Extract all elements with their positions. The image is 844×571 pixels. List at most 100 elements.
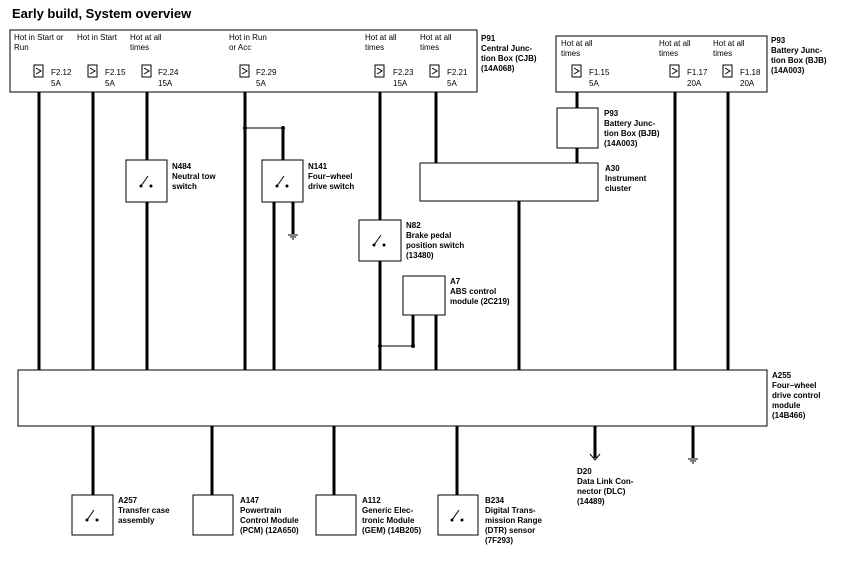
component-name-line: Data Link Con-: [577, 477, 634, 486]
cjb-name-line: Central Junc-: [481, 44, 532, 53]
fuse-icon: [722, 64, 733, 78]
abs-control-module: [402, 275, 446, 316]
component-id: N141: [308, 162, 328, 171]
fuse-hot-line: times: [130, 43, 149, 52]
component-name-line: drive control: [772, 391, 820, 400]
cjb-id: P91: [481, 34, 496, 43]
component-name-line: Generic Elec-: [362, 506, 413, 515]
fuse-f2-21: Hot at all times F2.21 5A: [420, 33, 468, 88]
component-name-line: Neutral tow: [172, 172, 216, 181]
four-wheel-drive-control-module: [17, 369, 768, 427]
bjb-name-line: Battery Junc-: [771, 46, 822, 55]
fuse-hot-line: or Acc: [229, 43, 251, 52]
component-name-line: Digital Trans-: [485, 506, 536, 515]
component-id: A257: [118, 496, 138, 505]
fuse-hot-line: Hot at all: [365, 33, 397, 42]
fuse-number: F1.17: [687, 68, 708, 77]
component-name-line: module (2C219): [450, 297, 510, 306]
fuse-f1-15: Hot at all times F1.15 5A: [561, 39, 610, 88]
fuse-hot-line: Run: [14, 43, 29, 52]
fuse-rating: 5A: [589, 79, 599, 88]
page-title: Early build, System overview: [12, 6, 192, 21]
fuse-rating: 15A: [158, 79, 173, 88]
brake-pedal-position-switch: [358, 219, 402, 262]
component-name-line: Four–wheel: [308, 172, 352, 181]
fuse-icon: [239, 64, 250, 78]
switch-icon: [372, 234, 386, 247]
fuse-icon: [571, 64, 582, 78]
component-name-line: (DTR) sensor: [485, 526, 535, 535]
fuse-icon: [141, 64, 152, 78]
component-name-line: Battery Junc-: [604, 119, 655, 128]
switch-icon: [85, 509, 99, 522]
component-id: A30: [605, 164, 620, 173]
switch-icon: [139, 175, 153, 188]
component-name-line: module: [772, 401, 801, 410]
fuse-hot-line: Hot in Start or: [14, 33, 64, 42]
component-name-line: switch: [172, 182, 197, 191]
digital-transmission-range-sensor: [437, 494, 479, 536]
fuse-number: F1.18: [740, 68, 761, 77]
switch-icon: [275, 175, 289, 188]
fuse-f1-18: Hot at all times F1.18 20A: [713, 39, 761, 88]
fuse-number: F2.29: [256, 68, 277, 77]
component-name-line: mission Range: [485, 516, 542, 525]
fuse-rating: 5A: [256, 79, 266, 88]
fuse-number: F2.24: [158, 68, 179, 77]
component-id: A147: [240, 496, 260, 505]
fuse-hot-line: Hot at all: [130, 33, 162, 42]
splice-dot: [378, 344, 382, 348]
component-name-line: (14A003): [604, 139, 638, 148]
component-name-line: (14B466): [772, 411, 806, 420]
fuse-rating: 20A: [740, 79, 755, 88]
fuse-rating: 5A: [51, 79, 61, 88]
fuse-f1-17: Hot at all times F1.17 20A: [659, 39, 708, 88]
cjb-label: P91 Central Junc- tion Box (CJB) (14A068…: [481, 34, 537, 73]
component-name-line: Instrument: [605, 174, 647, 183]
fuse-f2-24: Hot at all times F2.24 15A: [130, 33, 179, 88]
component-name-line: assembly: [118, 516, 155, 525]
fuse-f2-29: Hot in Run or Acc F2.29 5A: [229, 33, 277, 88]
fuse-rating: 5A: [447, 79, 457, 88]
fuse-icon: [669, 64, 680, 78]
ground-icon: [288, 234, 298, 240]
component-id: A255: [772, 371, 792, 380]
fuse-icon: [33, 64, 44, 78]
component-id: D20: [577, 467, 592, 476]
fuse-hot-line: times: [659, 49, 678, 58]
component-id: A112: [362, 496, 381, 505]
component-id: B234: [485, 496, 505, 505]
component-name-line: position switch: [406, 241, 464, 250]
fuse-rating: 5A: [105, 79, 115, 88]
fuse-hot-line: Hot at all: [420, 33, 452, 42]
neutral-tow-switch: [125, 159, 168, 203]
component-name-line: Control Module: [240, 516, 299, 525]
component-name-line: Transfer case: [118, 506, 170, 515]
fuse-icon: [374, 64, 385, 78]
component-id: A7: [450, 277, 461, 286]
bjb-name-line: tion Box (BJB): [771, 56, 827, 65]
component-name-line: ABS control: [450, 287, 496, 296]
fuse-rating: 20A: [687, 79, 702, 88]
component-name-line: (GEM) (14B205): [362, 526, 421, 535]
bjb-name-line: (14A003): [771, 66, 805, 75]
fuse-hot-line: Hot at all: [561, 39, 593, 48]
component-name-line: (PCM) (12A650): [240, 526, 299, 535]
component-name-line: tion Box (BJB): [604, 129, 660, 138]
fuse-f2-23: Hot at all times F2.23 15A: [365, 33, 414, 88]
bjb-id: P93: [771, 36, 786, 45]
component-name-line: Brake pedal: [406, 231, 451, 240]
generic-electronic-module: [315, 494, 357, 536]
connector-arrow-icon: [589, 453, 601, 461]
cjb-name-line: (14A068): [481, 64, 515, 73]
transfer-case-assembly: [71, 494, 114, 536]
fuse-hot-line: times: [365, 43, 384, 52]
fuse-f2-12: Hot in Start or Run F2.12 5A: [14, 33, 72, 88]
component-name-line: Four–wheel: [772, 381, 816, 390]
component-name-line: drive switch: [308, 182, 354, 191]
fuse-hot-line: Hot at all: [659, 39, 691, 48]
component-id: N484: [172, 162, 192, 171]
fuse-hot-line: times: [561, 49, 580, 58]
fuse-number: F1.15: [589, 68, 610, 77]
